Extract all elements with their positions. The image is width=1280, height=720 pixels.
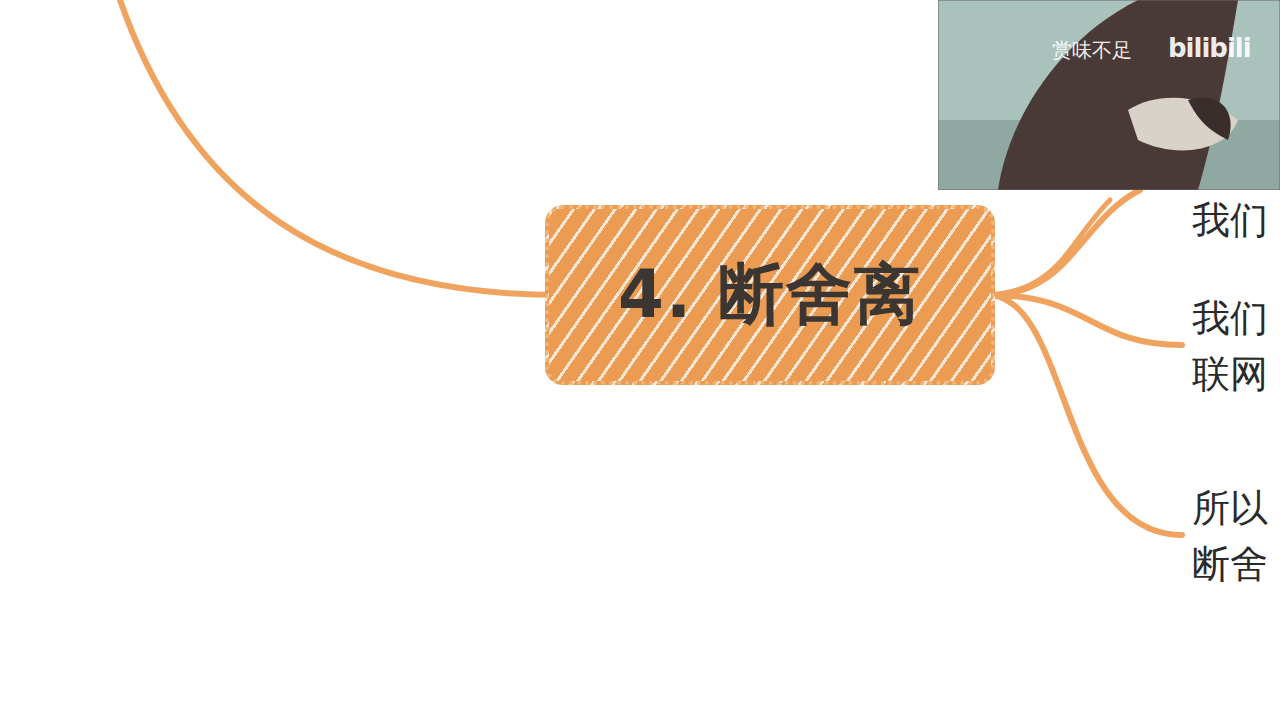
watermark: bilibili <box>1168 33 1251 63</box>
branch-text: 我们 联网 <box>1192 290 1272 402</box>
branch-text: 所以 断舍 <box>1192 480 1272 592</box>
branch-line <box>990 295 1182 345</box>
watermark: 赏味不足 <box>1052 37 1132 64</box>
topic-box: 4. 断舍离 <box>545 205 995 385</box>
video-thumbnail <box>938 0 1280 190</box>
branch-line <box>990 190 1140 295</box>
branch-line <box>990 295 1182 535</box>
branch-line <box>120 0 560 295</box>
branch-line <box>990 200 1110 295</box>
topic-title: 4. 断舍离 <box>618 250 922 340</box>
branch-text: 我们 <box>1192 192 1272 248</box>
